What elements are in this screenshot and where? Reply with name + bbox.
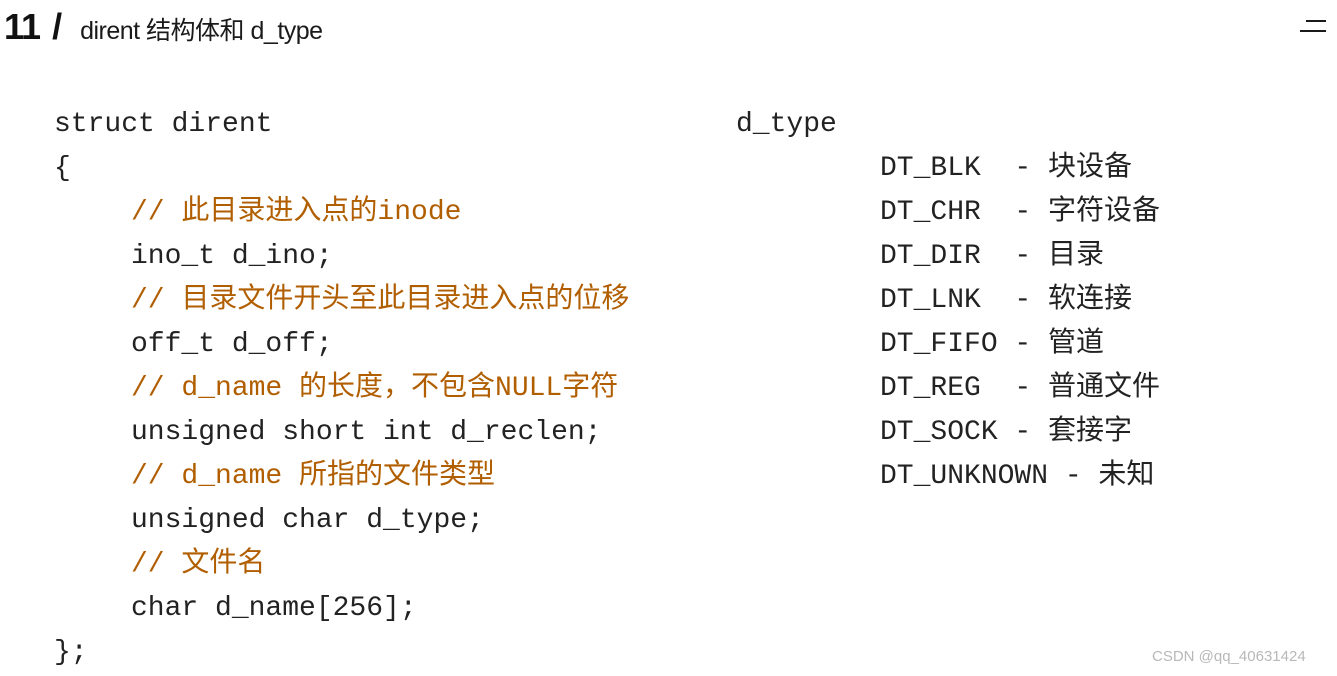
code-comment-offset: // 目录文件开头至此目录进入点的位移 <box>131 285 630 316</box>
d-type-item-lnk: DT_LNK - 软连接 <box>880 285 1133 316</box>
d-type-item-fifo: DT_FIFO - 管道 <box>880 329 1105 360</box>
menu-lines-icon[interactable] <box>1300 20 1326 34</box>
code-comment-inode: // 此目录进入点的inode <box>131 197 462 228</box>
code-line-close-brace: }; <box>54 637 88 668</box>
slide-number: 11 <box>4 6 41 47</box>
code-line-d-ino: ino_t d_ino; <box>131 241 333 272</box>
code-comment-name: // 文件名 <box>131 549 266 580</box>
slide-header: 11 / dirent 结构体和 d_type <box>4 6 323 52</box>
d-type-heading: d_type <box>736 109 837 140</box>
code-line-d-name: char d_name[256]; <box>131 593 417 624</box>
code-line-d-off: off_t d_off; <box>131 329 333 360</box>
d-type-item-dir: DT_DIR - 目录 <box>880 241 1105 272</box>
d-type-list: d_type DT_BLK - 块设备 DT_CHR - 字符设备 DT_DIR… <box>736 103 1160 499</box>
code-line-d-type: unsigned char d_type; <box>131 505 484 536</box>
menu-line-top <box>1306 20 1326 22</box>
d-type-item-reg: DT_REG - 普通文件 <box>880 373 1161 404</box>
watermark: CSDN @qq_40631424 <box>1152 648 1306 665</box>
code-line-open-brace: { <box>54 153 71 184</box>
code-comment-reclen: // d_name 的长度，不包含NULL字符 <box>131 373 619 404</box>
struct-code-block: struct dirent { // 此目录进入点的inode ino_t d_… <box>54 103 629 675</box>
code-line-struct-decl: struct dirent <box>54 109 273 140</box>
d-type-item-unknown: DT_UNKNOWN - 未知 <box>880 461 1155 492</box>
code-comment-type: // d_name 所指的文件类型 <box>131 461 496 492</box>
d-type-item-sock: DT_SOCK - 套接字 <box>880 417 1133 448</box>
title-separator: / <box>52 6 63 47</box>
d-type-item-blk: DT_BLK - 块设备 <box>880 153 1133 184</box>
code-line-d-reclen: unsigned short int d_reclen; <box>131 417 602 448</box>
slide-title: dirent 结构体和 d_type <box>80 17 323 45</box>
menu-line-bottom <box>1300 30 1326 32</box>
d-type-item-chr: DT_CHR - 字符设备 <box>880 197 1161 228</box>
